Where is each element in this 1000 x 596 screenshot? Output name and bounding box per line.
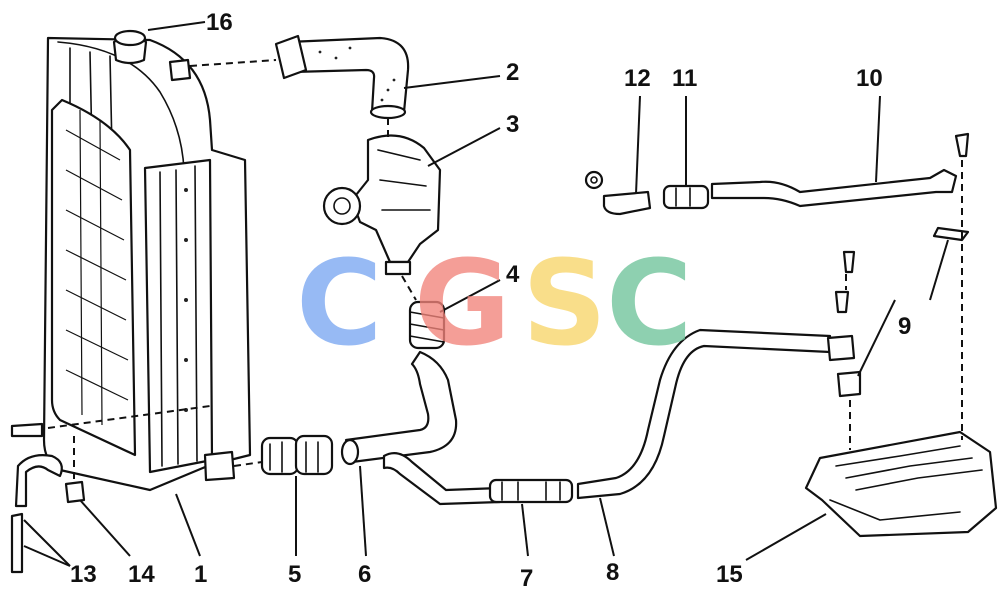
alignment-lines xyxy=(47,59,963,484)
water-pump xyxy=(322,134,442,276)
callout-16: 16 xyxy=(206,9,233,36)
callout-14: 14 xyxy=(128,561,155,588)
callout-labels: 16 2 3 4 12 11 10 9 13 14 1 5 6 7 8 15 xyxy=(70,9,911,592)
callout-5: 5 xyxy=(288,561,301,588)
elbow-fitting xyxy=(584,170,652,216)
bypass-pipe xyxy=(382,451,502,506)
pipe-coupling xyxy=(488,478,574,504)
pipe-clamp-small xyxy=(662,184,710,210)
watermark-logo: C G S C xyxy=(296,234,693,372)
clamp-pair xyxy=(260,434,334,476)
callout-8: 8 xyxy=(606,559,619,586)
heater-pipe xyxy=(710,168,958,208)
watermark-letter-g: G xyxy=(414,234,511,372)
callout-1: 1 xyxy=(194,561,207,588)
engine-block xyxy=(804,430,998,538)
callout-7: 7 xyxy=(520,565,533,592)
upper-hose xyxy=(274,34,410,120)
callout-15: 15 xyxy=(716,561,743,588)
hose-clamp xyxy=(408,300,446,350)
radiator xyxy=(42,36,252,492)
callout-6: 6 xyxy=(358,561,371,588)
callout-2: 2 xyxy=(506,59,519,86)
watermark-letter-c1: C xyxy=(296,234,383,372)
callout-3: 3 xyxy=(506,111,519,138)
radiator-cap xyxy=(112,29,148,65)
drain-cock xyxy=(10,422,86,574)
union-fitting xyxy=(826,132,970,398)
callout-13: 13 xyxy=(70,561,97,588)
lower-hose xyxy=(340,350,458,466)
callout-12: 12 xyxy=(624,65,651,92)
callout-4: 4 xyxy=(506,261,520,288)
callout-9: 9 xyxy=(898,313,911,340)
callout-10: 10 xyxy=(856,65,883,92)
watermark-letter-c2: C xyxy=(606,234,693,372)
callout-11: 11 xyxy=(672,65,697,92)
watermark-letter-s: S xyxy=(522,234,607,372)
leader-lines xyxy=(23,21,949,567)
